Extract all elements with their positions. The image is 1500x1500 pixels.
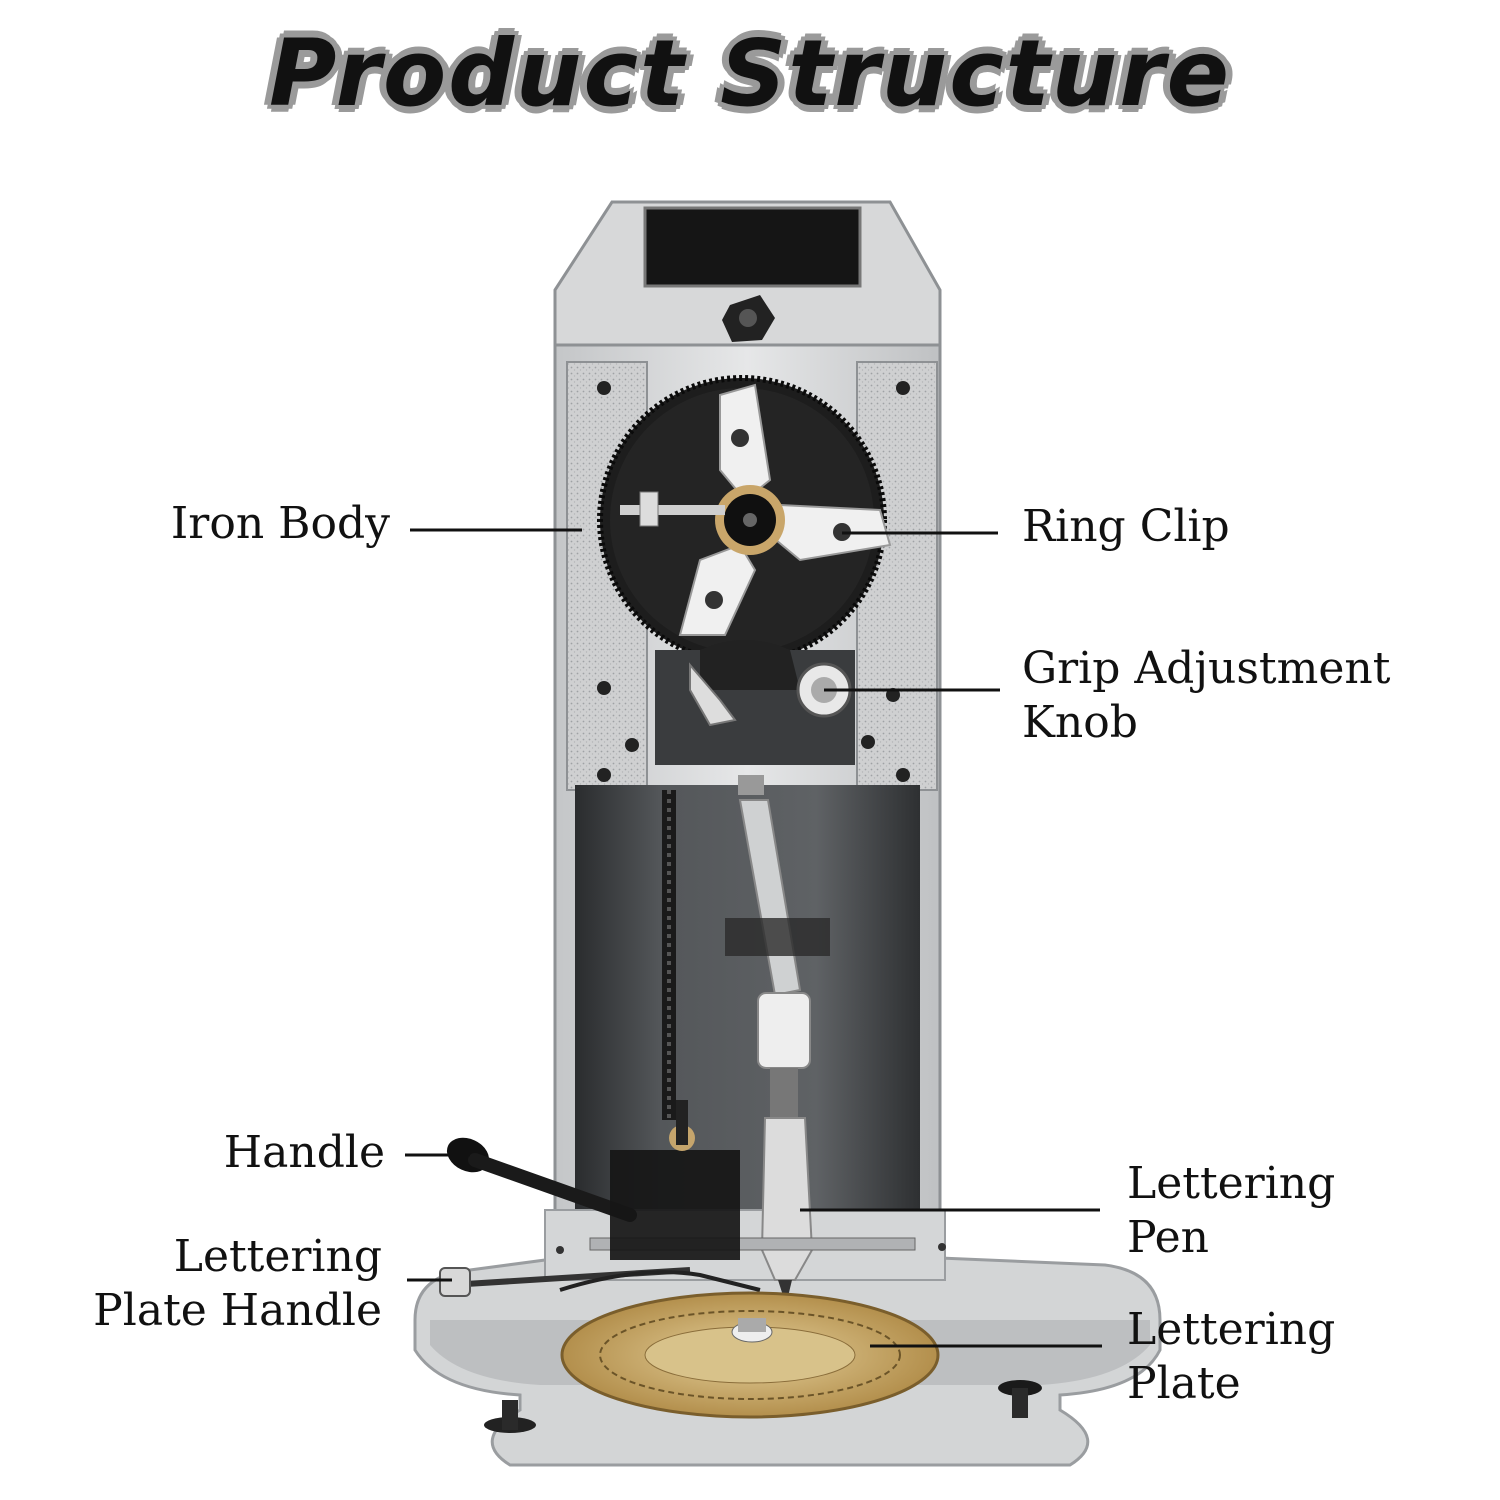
leader-lines bbox=[405, 528, 1102, 1348]
label-lettering-pen: Lettering Pen bbox=[1127, 1158, 1336, 1263]
ring-clip bbox=[597, 375, 892, 665]
lettering-plate-handle bbox=[439, 1267, 761, 1297]
handle bbox=[446, 1100, 740, 1260]
label-lettering-plate-handle: Lettering Plate Handle bbox=[93, 1231, 382, 1336]
gear-rack bbox=[662, 790, 676, 1120]
page-title: Product Structure bbox=[269, 20, 1231, 127]
label-ring-clip: Ring Clip bbox=[1022, 501, 1230, 552]
label-handle: Handle bbox=[223, 1127, 385, 1178]
lettering-plate bbox=[560, 1291, 940, 1419]
grip-adjustment-knob bbox=[655, 640, 855, 765]
label-lettering-plate: Lettering Plate bbox=[1127, 1304, 1336, 1409]
label-iron-body: Iron Body bbox=[170, 498, 390, 549]
label-grip-adjustment-knob: Grip Adjustment Knob bbox=[1022, 643, 1391, 748]
